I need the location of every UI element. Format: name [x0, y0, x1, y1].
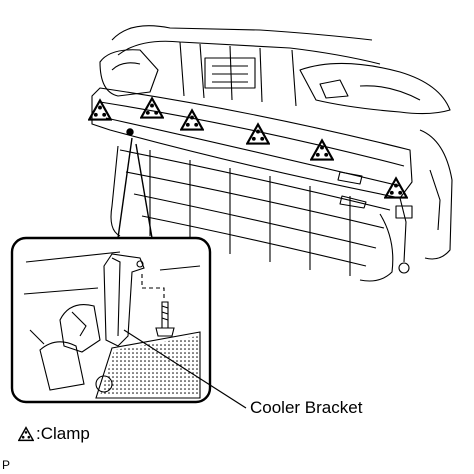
detail-leader [117, 128, 153, 239]
clamp-marker-5 [310, 139, 334, 161]
clamp-marker-4 [246, 123, 270, 145]
cooler-bracket-label: Cooler Bracket [250, 398, 363, 417]
clamp-marker-6 [384, 177, 408, 199]
vehicle-front-structure [91, 25, 453, 282]
page-code: P [2, 458, 11, 472]
legend: :Clamp [18, 424, 90, 444]
callout-line [123, 329, 247, 409]
clamp-marker-2 [140, 97, 164, 119]
legend-text: :Clamp [36, 424, 90, 443]
detail-inset [10, 236, 212, 404]
warning-triangle-icon [18, 426, 34, 442]
